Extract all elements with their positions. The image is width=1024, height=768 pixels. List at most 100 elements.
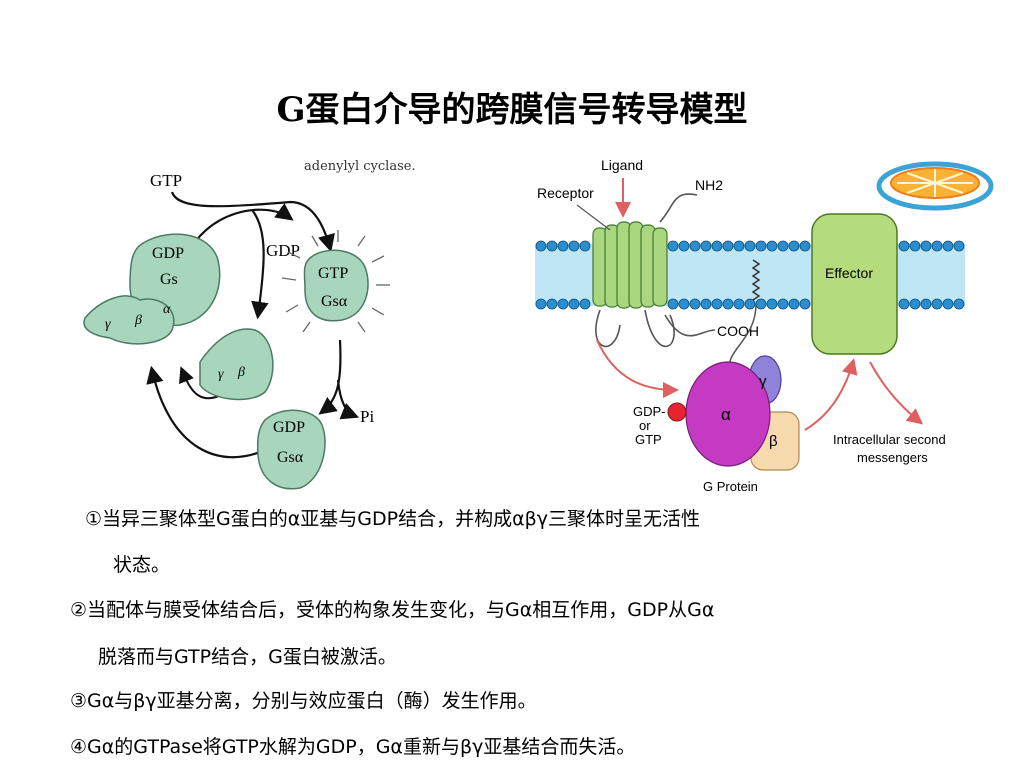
- or-label: or: [639, 418, 651, 433]
- lipid-head: [755, 240, 767, 252]
- lipid-head: [733, 240, 745, 252]
- lipid-head: [766, 240, 778, 252]
- lipid-head: [942, 240, 954, 252]
- lipid-head: [898, 240, 910, 252]
- beta-subunit-label: β: [769, 433, 778, 450]
- gsa-active-label: Gsα: [321, 293, 348, 310]
- free-beta-gamma-blob: [199, 328, 274, 401]
- lipid-head: [920, 298, 932, 310]
- gsa-bottom-label: Gsα: [277, 449, 304, 466]
- lipid-head: [667, 240, 679, 252]
- step-1: ①当异三聚体型G蛋白的α亚基与GDP结合，并构成αβγ三聚体时呈无活性: [85, 507, 700, 531]
- membrane-signaling-diagram: Ligand Receptor NH2 COOH Effector α γ β …: [535, 157, 994, 494]
- step-3-marker: ③: [70, 690, 88, 712]
- cooh-label: COOH: [717, 323, 759, 339]
- lipid-head: [909, 240, 921, 252]
- lipid-head: [766, 298, 778, 310]
- gdp-bottom-label: GDP: [273, 419, 305, 436]
- effector-label: Effector: [825, 265, 873, 281]
- lipid-head: [799, 240, 811, 252]
- gamma-subunit-label: γ: [759, 373, 767, 390]
- lipid-head: [700, 240, 712, 252]
- step-2: ②当配体与膜受体结合后，受体的构象发生变化，与Gα相互作用，GDP从Gα: [70, 598, 714, 622]
- receptor-to-gprotein-arrow: [596, 339, 679, 398]
- lipid-head: [931, 298, 943, 310]
- lipid-head: [579, 240, 591, 252]
- lipid-head: [557, 298, 569, 310]
- gdp-gtp-site: [667, 402, 687, 422]
- step-2-continuation: 脱落而与GTP结合，G蛋白被激活。: [98, 646, 397, 668]
- lipid-head: [546, 298, 558, 310]
- lipid-head: [667, 298, 679, 310]
- ligand-label: Ligand: [601, 157, 643, 173]
- receptor-pointer: [576, 204, 611, 231]
- lipid-head: [568, 298, 580, 310]
- lipid-head: [722, 240, 734, 252]
- free-gamma-label: γ: [218, 367, 224, 382]
- second-messengers-label-1: Intracellular second: [833, 432, 946, 447]
- lipid-head: [777, 298, 789, 310]
- lipid-head: [931, 240, 943, 252]
- activation-rays: [281, 230, 390, 333]
- lipid-head: [546, 240, 558, 252]
- gtp-gsa-label: GTP: [318, 265, 348, 282]
- lipid-heads-bottom: [535, 298, 965, 310]
- gtp-label-top: GTP: [150, 171, 182, 190]
- lipid-head: [711, 298, 723, 310]
- lipid-head: [909, 298, 921, 310]
- lipid-head: [700, 298, 712, 310]
- lipid-head: [744, 298, 756, 310]
- effector-protein: [811, 213, 898, 355]
- lipid-head: [557, 240, 569, 252]
- lipid-head: [799, 298, 811, 310]
- lipid-head: [678, 240, 690, 252]
- lipid-head: [711, 240, 723, 252]
- hydrolysis-arrow: [318, 339, 342, 415]
- lipid-head: [568, 240, 580, 252]
- lipid-head: [678, 298, 690, 310]
- lipid-head: [953, 240, 965, 252]
- effector-to-messengers-arrow: [869, 361, 924, 425]
- step-1-continuation: 状态。: [113, 554, 171, 576]
- gamma-label: γ: [105, 317, 111, 332]
- gsa-gtp-blob: [303, 249, 369, 322]
- step-1-text: 当异三聚体型G蛋白的α亚基与GDP结合，并构成αβγ三聚体时呈无活性: [102, 508, 701, 530]
- receptor-loops: [595, 309, 675, 348]
- step-4-marker: ④: [70, 736, 88, 758]
- step-3-text: Gα与βγ亚基分离，分别与效应蛋白（酶）发生作用。: [87, 690, 537, 712]
- lipid-head: [755, 298, 767, 310]
- g-protein-label: G Protein: [703, 479, 758, 494]
- pi-label: Pi: [360, 407, 374, 426]
- cooh-tail: [664, 314, 716, 337]
- lipid-head: [788, 298, 800, 310]
- gtp-label: GTP: [635, 432, 662, 447]
- receptor-label: Receptor: [537, 185, 594, 201]
- second-messengers-label-2: messengers: [857, 450, 928, 465]
- beta-label: β: [134, 313, 142, 328]
- gprotein-to-effector-arrow: [804, 358, 858, 431]
- gdp-release-arrow: [251, 209, 269, 320]
- lipid-head: [777, 240, 789, 252]
- step-3: ③Gα与βγ亚基分离，分别与效应蛋白（酶）发生作用。: [70, 689, 537, 713]
- nh2-label: NH2: [695, 177, 723, 193]
- pi-arrow: [336, 379, 360, 420]
- gsa-gdp-blob: [256, 409, 326, 490]
- slide-title: G蛋白介导的跨膜信号转导模型: [276, 90, 748, 130]
- gtp-entry-arrow: [170, 191, 335, 253]
- alpha-label: α: [163, 302, 171, 317]
- lipid-head: [744, 240, 756, 252]
- step-2-marker: ②: [70, 599, 88, 621]
- receptor-helices: [592, 221, 668, 309]
- lipid-anchor-coil: [751, 259, 761, 301]
- nh2-tail: [659, 193, 698, 223]
- lipid-head: [689, 298, 701, 310]
- lipid-head: [722, 298, 734, 310]
- g-protein-cycle-diagram: adenylyl cyclase. GTP GDP GDP Gs α γ β G…: [83, 159, 416, 490]
- lipid-head: [733, 298, 745, 310]
- gs-label: Gs: [160, 271, 178, 288]
- gs-gdp-label: GDP: [152, 245, 184, 262]
- lipid-heads-top: [535, 240, 965, 252]
- step-2-text: 当配体与膜受体结合后，受体的构象发生变化，与Gα相互作用，GDP从Gα: [87, 599, 715, 621]
- lipid-head: [788, 240, 800, 252]
- adenylyl-cyclase-caption: adenylyl cyclase.: [304, 159, 416, 174]
